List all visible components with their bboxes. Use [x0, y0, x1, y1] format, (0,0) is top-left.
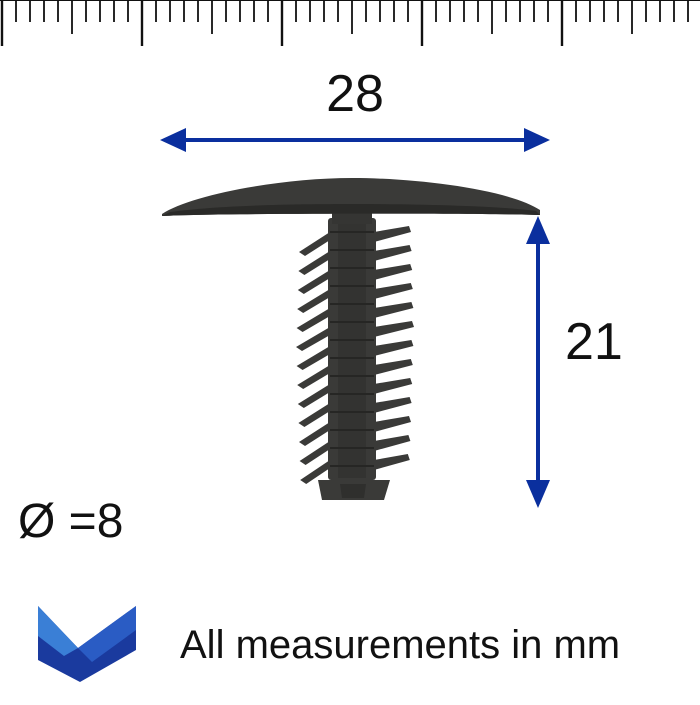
ruler-scale	[0, 0, 700, 46]
clip-rib-right	[374, 321, 414, 337]
clip-rib-right	[374, 226, 411, 242]
clip-rib-right	[374, 397, 412, 413]
clip-rib-right	[374, 359, 413, 375]
clip-rib-left	[297, 289, 330, 313]
clip-rib-left	[296, 327, 330, 351]
units-note: All measurements in mm	[180, 623, 621, 667]
clip-rib-right	[374, 283, 413, 299]
clip-rib-left	[297, 384, 330, 408]
clip-rib-left	[296, 308, 330, 332]
clip-rib-right	[374, 340, 414, 356]
fir-tree-clip-icon	[162, 178, 540, 500]
clip-rib-left	[300, 460, 330, 484]
width-dimension-label: 28	[326, 65, 384, 123]
clip-rib-left	[299, 441, 330, 465]
clip-rib-left	[298, 251, 330, 275]
clip-rib-left	[297, 365, 330, 389]
clip-rib-right	[374, 264, 413, 280]
width-dimension-arrow	[160, 128, 550, 152]
clip-rib-left	[296, 346, 330, 370]
height-dimension-label: 21	[565, 313, 623, 371]
clip-rib-right	[374, 378, 413, 394]
clip-rib-right	[374, 416, 411, 432]
clip-rib-right	[374, 245, 412, 261]
clip-rib-left	[299, 422, 330, 446]
height-dimension-arrow	[526, 216, 550, 508]
brand-logo-icon	[38, 606, 136, 682]
clip-rib-right	[374, 302, 414, 318]
clip-rib-left	[299, 232, 330, 256]
clip-rib-left	[297, 270, 330, 294]
clip-rib-right	[374, 435, 411, 451]
clip-rib-left	[298, 403, 330, 427]
clip-rib-right	[374, 454, 410, 470]
diameter-label: Ø =8	[18, 495, 124, 548]
